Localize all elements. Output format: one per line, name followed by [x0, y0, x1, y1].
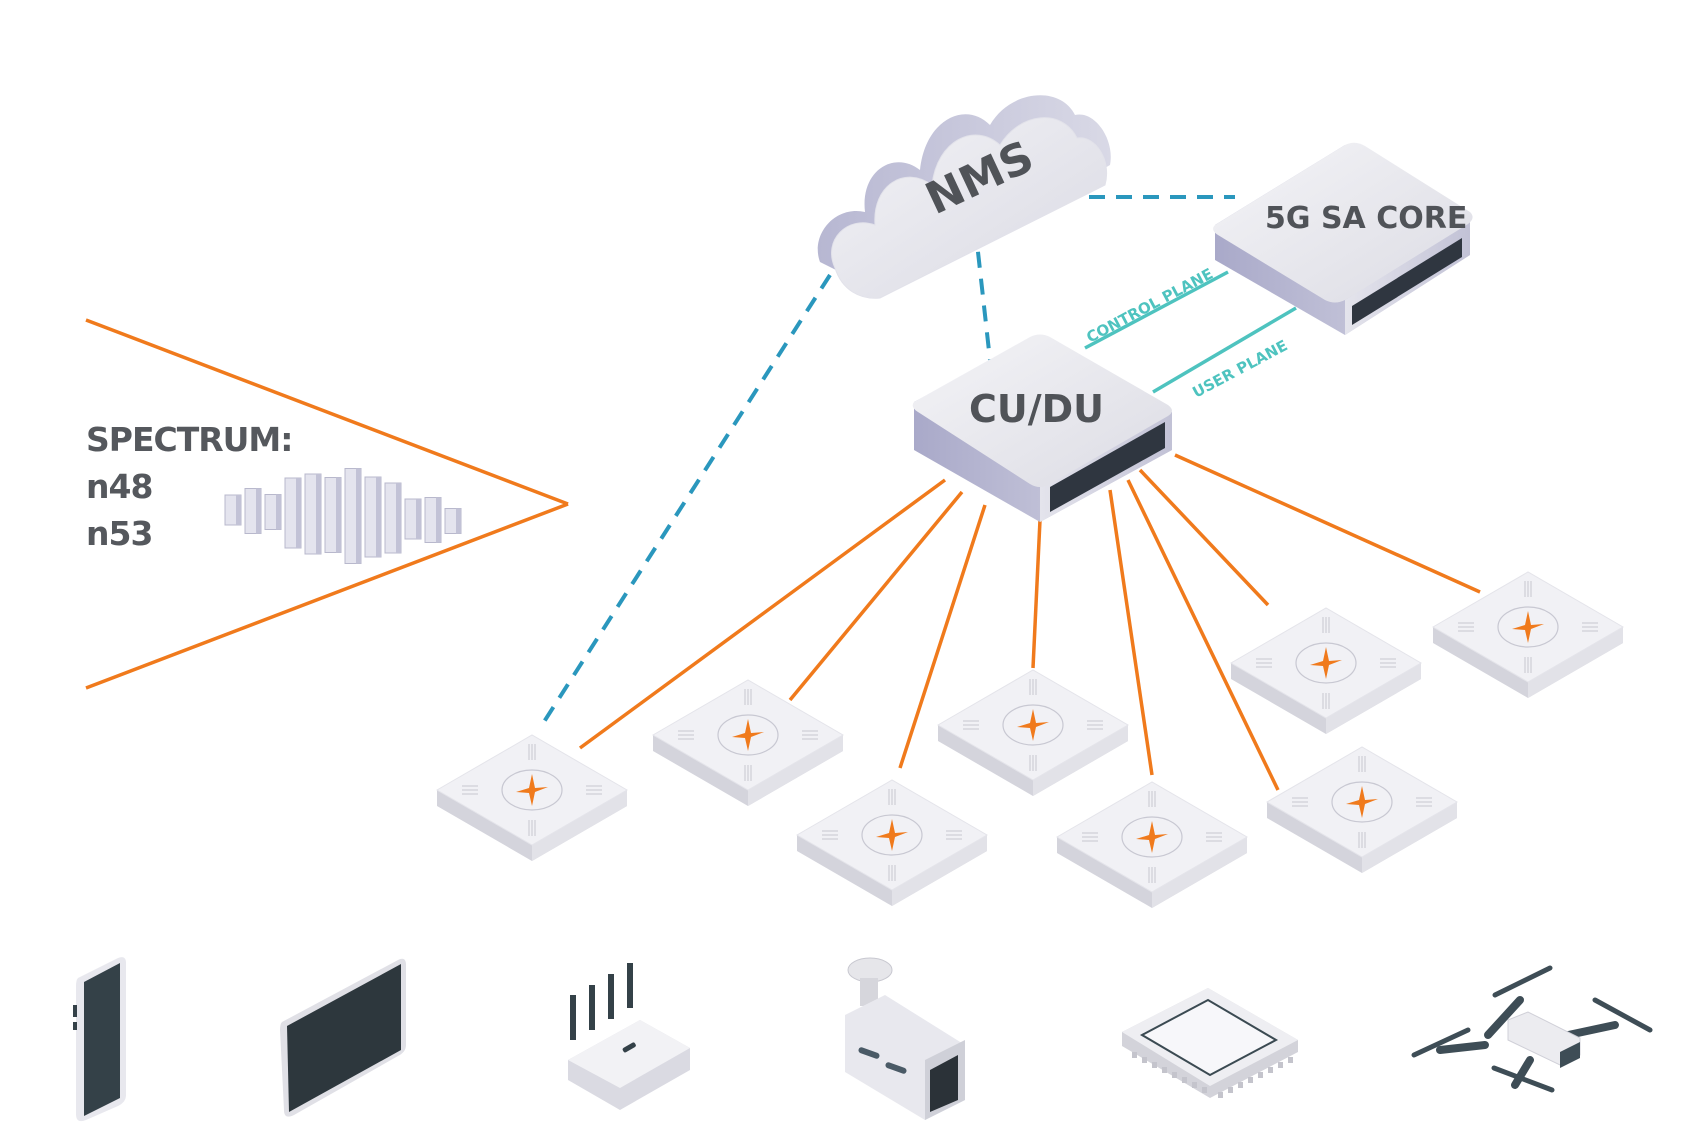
- chip-pin: [1218, 1092, 1223, 1098]
- chip-pin: [1288, 1057, 1293, 1063]
- user-plane-label: USER PLANE: [1189, 336, 1290, 401]
- access-point: [1432, 571, 1624, 698]
- cudu-label: CU/DU: [969, 387, 1104, 431]
- control-plane-label: CONTROL PLANE: [1083, 265, 1216, 347]
- user-plane-link: [1152, 306, 1297, 394]
- ap-logo-icon: [516, 774, 548, 806]
- radio-link: [578, 478, 947, 750]
- tablet-icon: [280, 958, 406, 1117]
- access-point: [1266, 746, 1458, 873]
- core-server: 5G SA CORE: [1213, 142, 1473, 335]
- chip-pin: [1248, 1077, 1253, 1083]
- chip-pin: [1142, 1057, 1147, 1063]
- ap-logo-icon: [1310, 647, 1342, 679]
- nms-to-cudu-link: [973, 224, 992, 361]
- chip-pin: [1192, 1082, 1197, 1088]
- ap-logo-icon: [1346, 786, 1378, 818]
- radio-link: [1138, 468, 1270, 607]
- radio-link: [1031, 519, 1042, 669]
- ap-logo-icon: [876, 819, 908, 851]
- access-point: [1230, 607, 1422, 734]
- spectrum-bars-icon: [224, 468, 462, 564]
- chip-pin: [1268, 1067, 1273, 1073]
- radio-link: [898, 504, 987, 769]
- radio-link: [1126, 479, 1280, 791]
- access-point: [796, 779, 988, 906]
- ap-logo-icon: [1512, 611, 1544, 643]
- nms-cloud: NMS: [817, 95, 1111, 299]
- ap-logo-icon: [732, 719, 764, 751]
- radio-link: [788, 490, 964, 702]
- ap-logo-icon: [1017, 709, 1049, 741]
- smartphone-icon: [73, 957, 126, 1122]
- radio-link: [1108, 489, 1154, 776]
- spectrum-band: n53: [86, 514, 153, 553]
- access-point: [652, 679, 844, 806]
- plane-links: [1084, 270, 1297, 394]
- spectrum-label: SPECTRUM: n48 n53: [86, 416, 293, 557]
- access-point: [436, 734, 628, 861]
- chip-pin: [1182, 1077, 1187, 1083]
- chip-pin: [1258, 1072, 1263, 1078]
- access-point: [937, 669, 1129, 796]
- spectrum-band: n48: [86, 467, 153, 506]
- drone-icon: [1411, 965, 1653, 1093]
- core-label: 5G SA CORE: [1265, 201, 1467, 236]
- access-point: [1056, 781, 1248, 908]
- spectrum-heading: SPECTRUM:: [86, 420, 293, 459]
- chip-pin: [1278, 1062, 1283, 1068]
- chip-pin: [1132, 1052, 1137, 1058]
- spectrum-wedge: [85, 318, 569, 690]
- control-plane-link: [1084, 270, 1229, 350]
- nms-to-ap-link: [538, 273, 832, 730]
- chip-pin: [1238, 1082, 1243, 1088]
- ap-logo-icon: [1136, 821, 1168, 853]
- chip-pin: [1162, 1067, 1167, 1073]
- access-points: [436, 571, 1624, 908]
- radio-links: [578, 453, 1481, 791]
- security-camera-icon: [845, 957, 965, 1120]
- devices: [73, 957, 1653, 1122]
- chip-pin: [1152, 1062, 1157, 1068]
- chip-pin: [1228, 1087, 1233, 1093]
- cudu-server: CU/DU: [912, 334, 1172, 522]
- router-icon: [568, 963, 690, 1110]
- radio-link: [1174, 453, 1481, 594]
- chip-pin: [1172, 1072, 1177, 1078]
- chip-pin: [1202, 1087, 1207, 1093]
- chip-icon: [1122, 988, 1298, 1098]
